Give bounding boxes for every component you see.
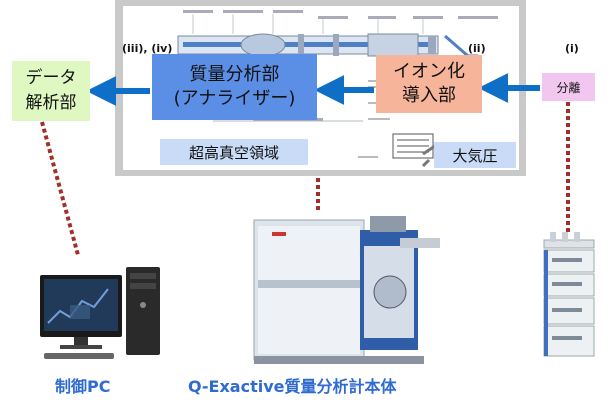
label-ii: (ii): [468, 42, 486, 55]
data-analysis-subtitle: 解析部: [25, 93, 77, 113]
mass-analyzer-box: 質量分析部 (アナライザー): [152, 54, 317, 120]
control-pc-image: [40, 267, 160, 359]
ionization-subtitle: 導入部: [402, 85, 456, 106]
separation-box: 分離: [542, 73, 595, 101]
label-iii-iv: (iii), (iv): [122, 42, 173, 55]
lc-system-image: [543, 232, 595, 357]
q-exactive-image: [253, 216, 440, 364]
instrument-caption: Q-Exactive質量分析計本体: [188, 377, 397, 396]
mass-analyzer-title: 質量分析部: [189, 64, 280, 85]
control-pc-caption: 制御PC: [55, 377, 111, 396]
data-analysis-title: データ: [25, 68, 77, 88]
ionization-title: イオン化: [393, 61, 465, 82]
link-data-analysis-to-pc: [40, 121, 80, 256]
label-i: (i): [565, 42, 579, 55]
atmospheric-pressure-label: 大気圧: [434, 142, 516, 168]
data-analysis-box: データ 解析部: [12, 61, 90, 121]
mass-analyzer-subtitle: (アナライザー): [173, 88, 296, 109]
ionization-box: イオン化 導入部: [376, 55, 482, 113]
high-vacuum-label: 超高真空領域: [160, 139, 308, 165]
